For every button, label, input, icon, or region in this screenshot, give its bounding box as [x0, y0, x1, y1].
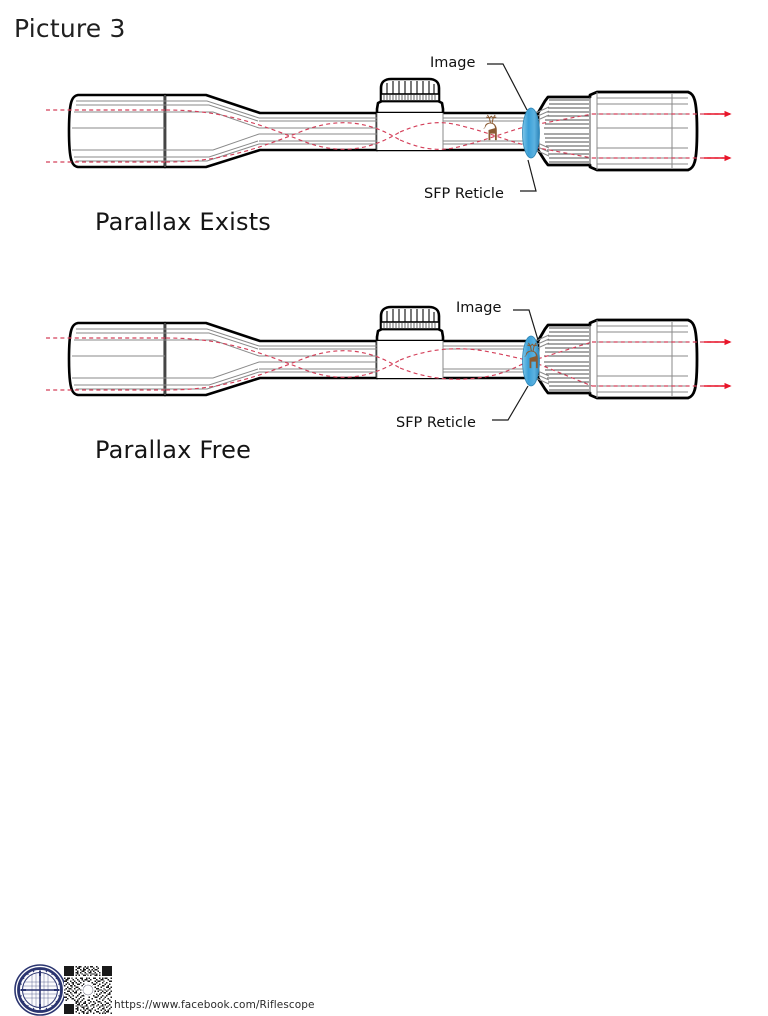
main-tube-lines-2: [259, 345, 524, 373]
riflescope-diagram-parallax-free: [46, 305, 732, 421]
scope-body-outline-2: [67, 321, 540, 397]
caption-parallax-free: Parallax Free: [95, 436, 252, 464]
ray-arrow-icon-2: [704, 338, 732, 390]
footer: https://www.facebook.com/Riflescope: [0, 478, 768, 1016]
objective-lens-lines-2: [72, 323, 166, 395]
elevation-turret-icon-2: [377, 305, 443, 343]
light-ray-paths-1: [46, 109, 724, 163]
riflescope-diagram-parallax-exists: [46, 63, 732, 192]
deer-icon-2: [524, 342, 538, 369]
sfp-reticle-label-2: SFP Reticle: [396, 415, 476, 431]
riflescope-reticle-logo: [14, 964, 66, 1016]
main-tube-lines-1: [259, 117, 524, 145]
caption-parallax-exists: Parallax Exists: [95, 208, 272, 236]
leader-lines-2: [492, 309, 539, 421]
eyepiece-assembly-1: [525, 90, 699, 172]
page-title: Picture 3: [14, 14, 126, 43]
taper-lines-1: [165, 100, 260, 162]
light-ray-paths-2: [46, 337, 724, 391]
qr-code: [64, 966, 112, 1014]
erector-saddle-2: [376, 341, 444, 378]
image-label-1: Image: [430, 55, 476, 71]
ray-arrow-icon-1: [704, 110, 732, 162]
reticle-lens-icon-1: [522, 107, 540, 159]
objective-lens-lines-1: [72, 95, 166, 167]
footer-url[interactable]: https://www.facebook.com/Riflescope: [114, 999, 315, 1011]
deer-icon-1: [483, 114, 497, 141]
leader-lines-1: [487, 63, 537, 192]
eyepiece-assembly-2: [525, 318, 699, 400]
sfp-reticle-label-1: SFP Reticle: [424, 186, 504, 202]
taper-lines-2: [165, 328, 260, 390]
scope-body-outline-1: [67, 93, 540, 169]
image-label-2: Image: [456, 300, 502, 316]
